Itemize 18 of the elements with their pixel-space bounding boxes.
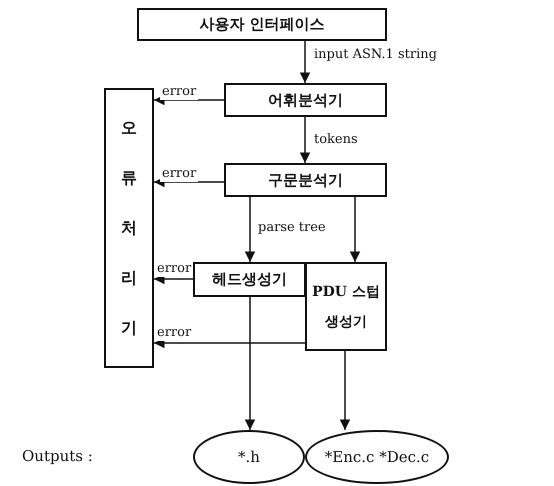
output-ellipse: *.h (193, 430, 305, 484)
arrow (300, 41, 310, 83)
process-box: 헤드생성기 (193, 262, 306, 297)
arrow (300, 117, 310, 163)
process-box: 사용자 인터페이스 (137, 8, 387, 41)
arrow (340, 351, 350, 430)
process-box: 오류처리기 (104, 88, 154, 368)
process-box: 어휘분석기 (224, 83, 387, 117)
process-box: 구문분석기 (224, 163, 387, 197)
process-box: PDU 스텁 생성기 (305, 262, 387, 351)
arrow (244, 297, 256, 430)
edge-label: input ASN.1 string (312, 47, 439, 63)
arrow (350, 197, 360, 262)
arrow (154, 176, 224, 188)
edge-label: parse tree (256, 220, 328, 236)
arrow (154, 94, 224, 106)
arrow (244, 197, 256, 262)
output-ellipse: *Enc.c *Dec.c (305, 430, 449, 484)
